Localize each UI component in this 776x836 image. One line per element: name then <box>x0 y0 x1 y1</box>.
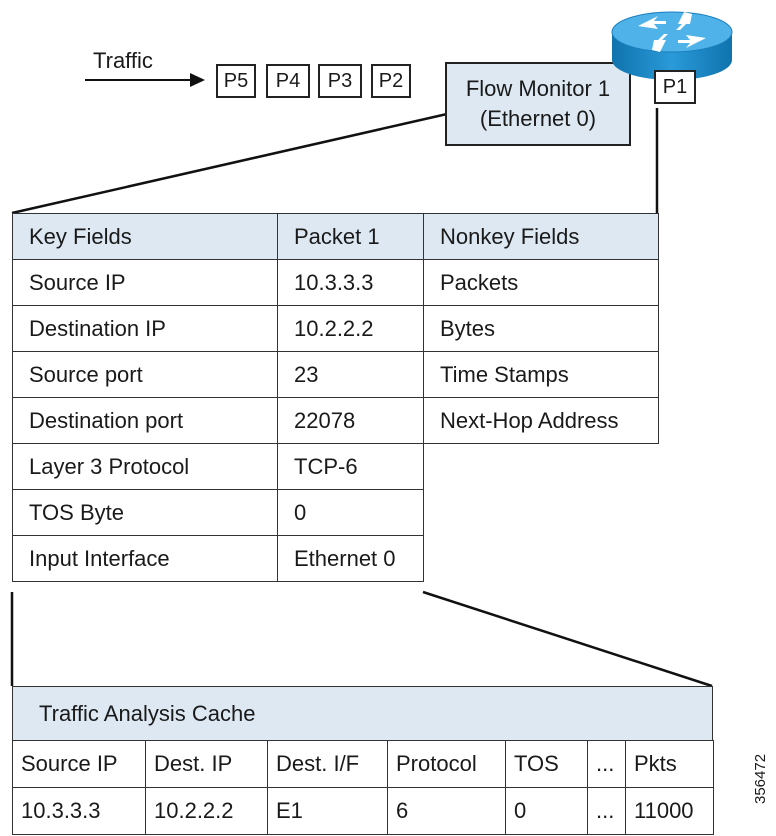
packet-p4: P4 <box>266 64 310 98</box>
packet-1-header: Packet 1 <box>277 213 424 260</box>
flow-monitor-box: Flow Monitor 1 (Ethernet 0) <box>445 62 631 146</box>
key-value: 22078 <box>277 397 424 444</box>
key-value: Ethernet 0 <box>277 535 424 582</box>
flow-monitor-name: Flow Monitor 1 <box>465 76 611 102</box>
table-row: Destination port 22078 Next-Hop Address <box>12 397 659 444</box>
cache-table: Source IP Dest. IP Dest. I/F Protocol TO… <box>12 740 714 835</box>
cache-cell: E1 <box>267 787 388 835</box>
empty-cell <box>424 536 659 582</box>
router-icon <box>611 11 733 80</box>
nonkey-field: Time Stamps <box>423 351 659 398</box>
nonkey-field: Bytes <box>423 305 659 352</box>
key-field: Source port <box>12 351 278 398</box>
key-value: 23 <box>277 351 424 398</box>
table-row: Source IP 10.3.3.3 Packets <box>12 259 659 306</box>
cache-cell: ... <box>587 787 626 835</box>
cache-col-dest-if: Dest. I/F <box>267 740 388 788</box>
empty-cell <box>424 444 659 490</box>
key-field: Input Interface <box>12 535 278 582</box>
table-row: 10.3.3.3 10.2.2.2 E1 6 0 ... 11000 <box>12 787 714 835</box>
cache-title-text: Traffic Analysis Cache <box>39 700 256 726</box>
key-value: 10.2.2.2 <box>277 305 424 352</box>
table-row: Source port 23 Time Stamps <box>12 351 659 398</box>
cache-col-pkts: Pkts <box>625 740 714 788</box>
packet-p5: P5 <box>216 64 256 98</box>
table-row: Destination IP 10.2.2.2 Bytes <box>12 305 659 352</box>
key-field: Destination port <box>12 397 278 444</box>
key-fields-header: Key Fields <box>12 213 278 260</box>
figure-id: 356472 <box>752 753 769 804</box>
table-row: Layer 3 Protocol TCP-6 <box>12 443 659 490</box>
packet-p3: P3 <box>318 64 362 98</box>
key-field: Destination IP <box>12 305 278 352</box>
cache-header-row: Source IP Dest. IP Dest. I/F Protocol TO… <box>12 740 714 788</box>
key-field: Source IP <box>12 259 278 306</box>
flow-table-header-row: Key Fields Packet 1 Nonkey Fields <box>12 213 659 260</box>
nonkey-field: Packets <box>423 259 659 306</box>
flow-record-table: Key Fields Packet 1 Nonkey Fields Source… <box>12 213 659 582</box>
cache-cell: 6 <box>387 787 506 835</box>
flow-monitor-interface: (Ethernet 0) <box>479 106 597 131</box>
cache-col-protocol: Protocol <box>387 740 506 788</box>
traffic-label: Traffic <box>93 48 153 73</box>
cache-cell: 0 <box>505 787 588 835</box>
cache-col-ellipsis: ... <box>587 740 626 788</box>
cache-col-dest-ip: Dest. IP <box>145 740 268 788</box>
cache-col-tos: TOS <box>505 740 588 788</box>
cache-zoom-line <box>422 590 713 688</box>
key-value: 10.3.3.3 <box>277 259 424 306</box>
key-value: 0 <box>277 489 424 536</box>
key-field: Layer 3 Protocol <box>12 443 278 490</box>
cache-title: Traffic Analysis Cache <box>12 686 713 740</box>
table-row: Input Interface Ethernet 0 <box>12 535 659 582</box>
packet-p1: P1 <box>654 70 696 104</box>
key-field: TOS Byte <box>12 489 278 536</box>
packet-p2: P2 <box>371 64 411 98</box>
monitor-zoom-line <box>11 112 448 215</box>
nonkey-fields-header: Nonkey Fields <box>423 213 659 260</box>
empty-cell <box>424 490 659 536</box>
cache-cell: 10.3.3.3 <box>12 787 146 835</box>
table-row: TOS Byte 0 <box>12 489 659 536</box>
cache-cell: 10.2.2.2 <box>145 787 268 835</box>
nonkey-field: Next-Hop Address <box>423 397 659 444</box>
traffic-arrowhead <box>190 73 205 87</box>
cache-cell: 11000 <box>625 787 714 835</box>
cache-col-source-ip: Source IP <box>12 740 146 788</box>
key-value: TCP-6 <box>277 443 424 490</box>
